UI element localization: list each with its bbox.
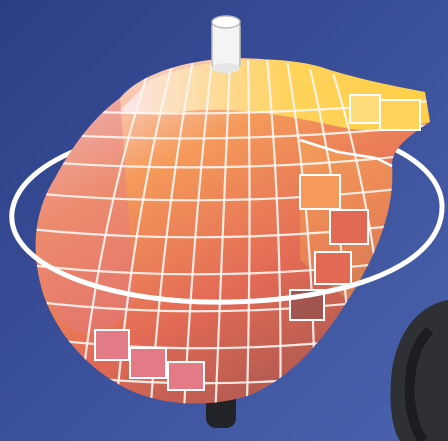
block-cube <box>300 175 340 209</box>
axis-cylinder <box>212 22 240 68</box>
block-cube <box>380 100 420 130</box>
block-cube <box>350 95 380 123</box>
block-cube <box>330 210 368 244</box>
block-cube <box>130 348 166 378</box>
block-cube <box>95 330 129 360</box>
axis-cylinder-base <box>212 63 240 73</box>
block-cube <box>168 362 204 390</box>
block-cube <box>315 252 351 284</box>
axis-cylinder-top <box>212 16 240 28</box>
